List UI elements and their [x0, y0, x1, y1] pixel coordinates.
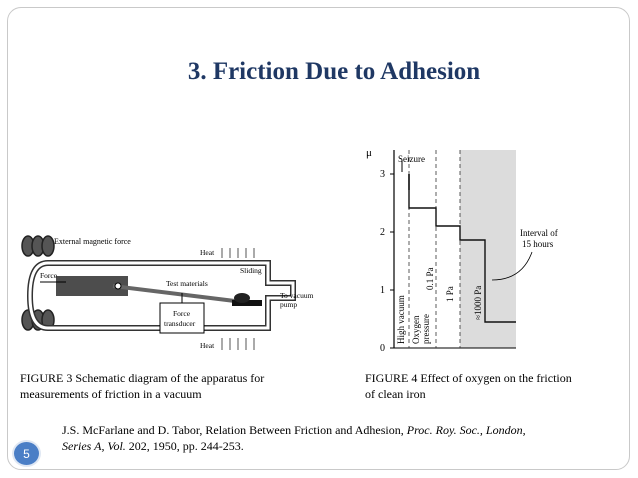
- friction-step-curve: [408, 174, 516, 323]
- slide-title: 3. Friction Due to Adhesion: [187, 58, 481, 85]
- reference-authors: J.S. McFarlane and D. Tabor, Relation Be…: [62, 423, 407, 437]
- force-transducer-box: [159, 302, 205, 334]
- figure4-caption-line1: FIGURE 4 Effect of oxygen on the frictio…: [365, 371, 572, 385]
- label-pump: pump: [280, 300, 297, 309]
- label-p1000: ≈1000 Pa: [473, 286, 483, 320]
- y-tick-1: 1: [380, 285, 385, 296]
- figure3-caption-line2: measurements of friction in a vacuum: [20, 387, 202, 401]
- label-external-magnetic-force: External magnetic force: [54, 237, 131, 246]
- heat-arrows-top: [221, 248, 255, 258]
- label-high-vacuum: High vacuum: [396, 295, 406, 344]
- label-heat-bottom: Heat: [200, 341, 215, 350]
- y-tick-0: 0: [380, 343, 385, 354]
- label-p1: 1 Pa: [445, 286, 455, 302]
- label-interval-2: 15 hours: [522, 239, 554, 249]
- slider-arm: [56, 276, 128, 296]
- test-sample-block: [232, 300, 262, 306]
- label-pressure: pressure: [421, 314, 431, 344]
- figure4-caption: FIGURE 4 Effect of oxygen on the frictio…: [365, 370, 625, 402]
- apparatus-schematic: External magnetic force Heat Force Slidi…: [21, 235, 314, 350]
- label-interval-1: Interval of: [520, 228, 558, 238]
- label-oxygen: Oxygen: [411, 315, 421, 344]
- y-tick-3: 3: [380, 169, 385, 180]
- label-seizure: Seizure: [398, 154, 425, 164]
- label-force: Force: [40, 271, 58, 280]
- page-number-badge: 5: [12, 440, 41, 467]
- figure3-caption-line1: FIGURE 3 Schematic diagram of the appara…: [20, 371, 265, 385]
- magnet-coil-top: [21, 235, 55, 257]
- y-axis-mu: μ: [366, 147, 372, 159]
- reference-series: Series A, Vol.: [62, 439, 126, 453]
- y-ticks: [390, 173, 394, 349]
- label-force-transducer-1: Force: [173, 309, 191, 318]
- reference-citation: J.S. McFarlane and D. Tabor, Relation Be…: [62, 422, 582, 454]
- interval-arrow: [491, 251, 533, 281]
- reference-journal: Proc. Roy. Soc., London,: [406, 423, 526, 437]
- label-test-materials: Test materials: [166, 279, 208, 288]
- label-p01: 0.1 Pa: [425, 267, 435, 290]
- label-sliding: Sliding: [240, 266, 262, 275]
- figure3-caption: FIGURE 3 Schematic diagram of the appara…: [20, 370, 320, 402]
- region-dividers: [408, 150, 461, 348]
- label-force-transducer-2: transducer: [164, 319, 196, 328]
- shaded-region: [460, 150, 516, 348]
- slide-frame: [7, 7, 630, 470]
- label-to-vacuum: To vacuum: [280, 291, 314, 300]
- heat-arrows-bottom: [221, 338, 255, 350]
- friction-oxygen-chart: μ 0 1 2 3 Seizure Interval of 15 hours H…: [366, 147, 558, 354]
- y-tick-2: 2: [380, 227, 385, 238]
- label-heat-top: Heat: [200, 248, 215, 257]
- reference-details: 202, 1950, pp. 244-253.: [125, 439, 244, 453]
- figure4-caption-line2: of clean iron: [365, 387, 426, 401]
